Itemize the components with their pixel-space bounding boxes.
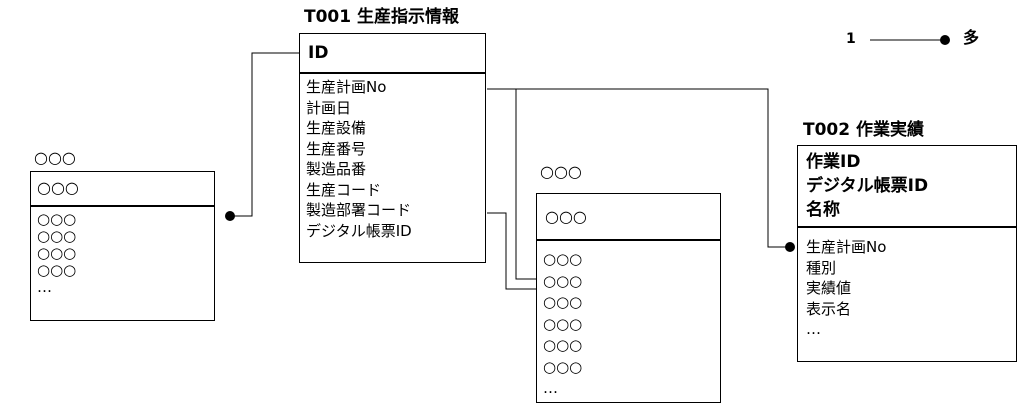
legend-many-dot: [940, 35, 950, 45]
t002-field: 表示名: [806, 299, 852, 318]
left-field: ○○○: [37, 227, 77, 245]
t002-fields: 生産計画No 種別 実績値 表示名 …: [798, 228, 1016, 340]
table-t002: 作業ID デジタル帳票ID 名称 生産計画No 種別 実績値 表示名 …: [797, 145, 1017, 362]
t002-field: 種別: [806, 258, 837, 277]
t001-field: 生産設備: [306, 119, 367, 137]
t002-key: デジタル帳票ID: [806, 176, 929, 196]
t001-field: 生産コード: [306, 180, 382, 199]
relation-t001-t002: [487, 88, 790, 248]
t001-key-id: ID: [308, 43, 329, 63]
relation-t001-t002-dot: [785, 242, 795, 252]
left-key: ○○○: [37, 178, 79, 197]
t002-field: 実績値: [806, 279, 852, 297]
middle-field: ○○○: [543, 314, 583, 333]
t002-field: 生産計画No: [806, 238, 887, 256]
t002-key-section: 作業ID デジタル帳票ID 名称: [798, 146, 1016, 228]
t001-field: 生産番号: [306, 139, 367, 158]
t002-field: …: [806, 320, 821, 338]
middle-table-title: ○○○: [540, 162, 582, 181]
table-t001: ID 生産計画No 計画日 生産設備 生産番号 製造品番 生産コード 製造部署コ…: [299, 33, 486, 263]
table-middle: ○○○ ○○○ ○○○ ○○○ ○○○ ○○○ ○○○ …: [536, 193, 721, 403]
relation-left-t001: [230, 52, 300, 217]
relation-t001-middle-a: [487, 88, 536, 280]
legend-many-label: 多: [963, 28, 980, 47]
left-table-title: ○○○: [34, 148, 76, 167]
t001-title: T001 生産指示情報: [304, 7, 460, 27]
middle-key: ○○○: [545, 207, 587, 226]
legend-one-label: 1: [846, 31, 856, 47]
t001-field: デジタル帳票ID: [306, 221, 412, 240]
t001-field: 計画日: [306, 98, 352, 117]
t001-key-section: ID: [300, 34, 485, 74]
table-left: ○○○ ○○○ ○○○ ○○○ ○○○ …: [30, 171, 215, 321]
t001-fields: 生産計画No 計画日 生産設備 生産番号 製造品番 生産コード 製造部署コード …: [300, 74, 485, 241]
relation-left-t001-dot: [225, 211, 235, 221]
left-field: …: [37, 278, 52, 296]
t002-key: 作業ID: [806, 152, 861, 172]
left-field: ○○○: [37, 261, 77, 279]
t001-field: 生産計画No: [306, 78, 387, 96]
middle-fields: ○○○ ○○○ ○○○ ○○○ ○○○ ○○○ …: [537, 241, 720, 400]
middle-field: …: [543, 379, 558, 397]
middle-key-section: ○○○: [537, 194, 720, 241]
left-field: ○○○: [37, 244, 77, 262]
left-fields: ○○○ ○○○ ○○○ ○○○ …: [31, 207, 214, 296]
middle-field: ○○○: [543, 293, 583, 311]
t001-field: 製造部署コード: [306, 201, 412, 219]
left-field: ○○○: [37, 210, 77, 228]
middle-field: ○○○: [543, 250, 583, 268]
left-key-section: ○○○: [31, 172, 214, 207]
relation-t001-middle-b: [487, 212, 536, 290]
t001-field: 製造品番: [306, 160, 367, 178]
middle-field: ○○○: [543, 336, 583, 354]
middle-field: ○○○: [543, 357, 583, 376]
t002-key: 名称: [806, 200, 840, 220]
t002-title: T002 作業実績: [803, 120, 925, 140]
middle-field: ○○○: [543, 271, 583, 290]
